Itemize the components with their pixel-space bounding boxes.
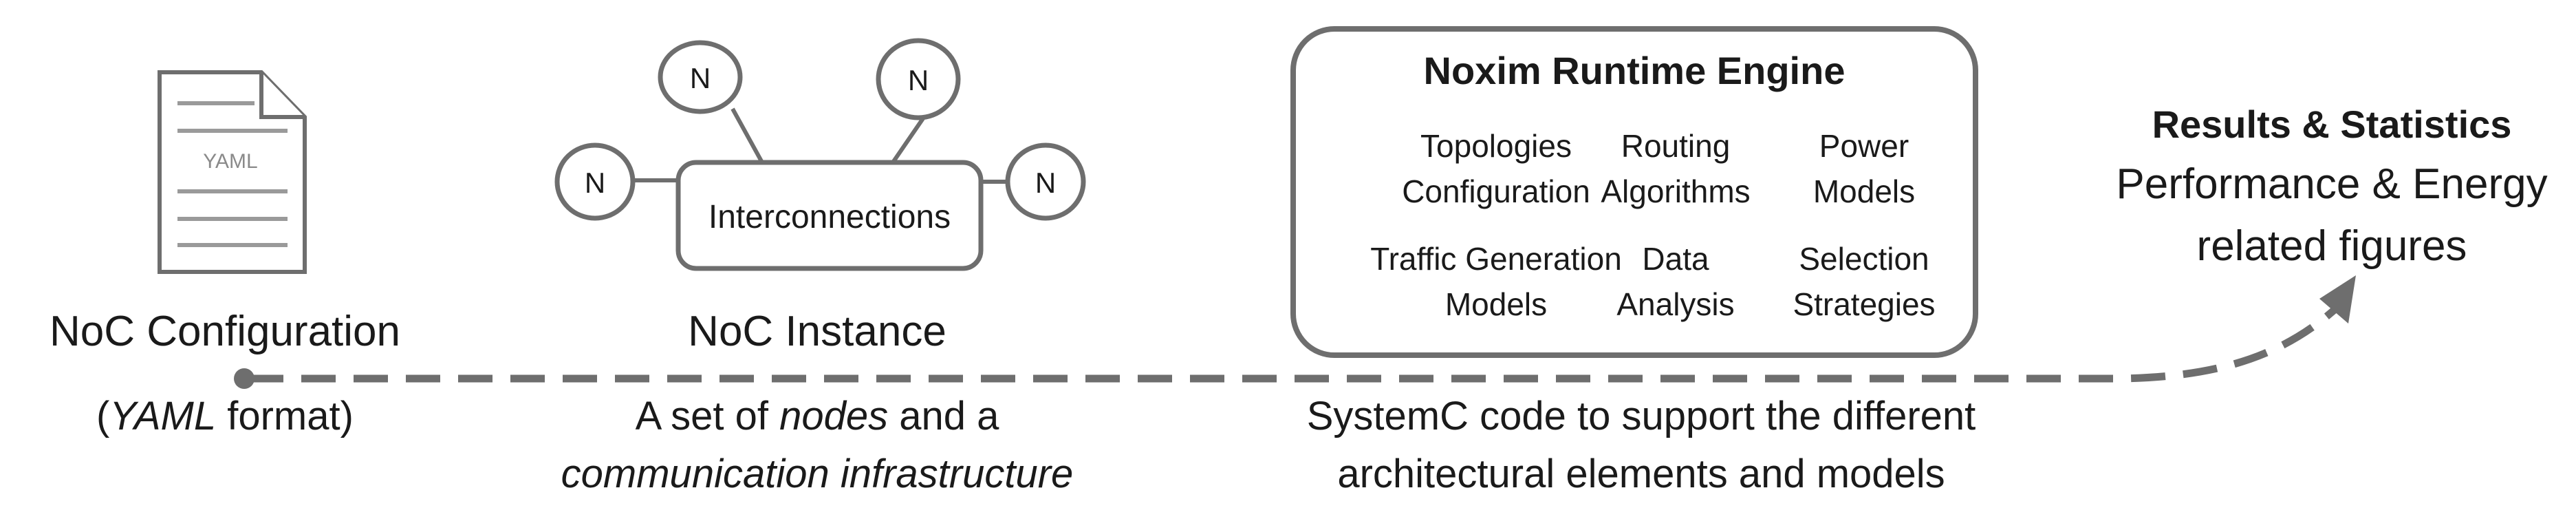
instance-title: NoC Instance	[688, 308, 946, 355]
svg-text:Topologies: Topologies	[1420, 128, 1572, 164]
engine-box	[1290, 26, 1978, 358]
node-top-left: N	[658, 40, 743, 114]
svg-text:Strategies: Strategies	[1793, 286, 1935, 322]
engine-cell-traffic: Traffic Generation Models	[1370, 241, 1622, 322]
workflow-timeline	[234, 275, 2356, 389]
svg-text:N: N	[690, 62, 711, 94]
instance-desc-line1: A set of nodes and a	[636, 394, 1000, 438]
config-title: NoC Configuration	[50, 308, 400, 355]
svg-text:N: N	[585, 167, 605, 199]
engine-title: Noxim Runtime Engine	[1424, 49, 1846, 92]
node-left: N	[554, 142, 636, 221]
engine-cell-power: Power Models	[1813, 128, 1915, 209]
svg-text:Algorithms: Algorithms	[1601, 173, 1750, 209]
results-statistics: Results & Statistics Performance & Energ…	[2116, 103, 2547, 270]
timeline-arrowhead	[2319, 275, 2356, 324]
svg-text:Selection: Selection	[1799, 241, 1929, 277]
engine-cell-topologies: Topologies Configuration	[1402, 128, 1590, 209]
svg-text:Configuration: Configuration	[1402, 173, 1590, 209]
results-title: Results & Statistics	[2152, 103, 2512, 146]
engine-cell-data: Data Analysis	[1616, 241, 1734, 322]
engine-desc-line1: SystemC code to support the different	[1307, 394, 1976, 438]
results-line2: related figures	[2197, 222, 2467, 270]
svg-text:Routing: Routing	[1621, 128, 1731, 164]
svg-text:Power: Power	[1819, 128, 1909, 164]
svg-text:Traffic Generation: Traffic Generation	[1370, 241, 1622, 277]
interconnections-box	[675, 160, 984, 271]
timeline-start-dot	[234, 368, 255, 389]
engine-cell-selection: Selection Strategies	[1793, 241, 1935, 322]
svg-text:Data: Data	[1642, 241, 1709, 277]
config-subtitle: (YAML format)	[96, 394, 354, 438]
results-line1: Performance & Energy	[2116, 160, 2547, 208]
noxim-runtime-engine: Noxim Runtime Engine Topologies Configur…	[1290, 26, 1978, 496]
yaml-document-icon: YAML	[158, 70, 307, 274]
svg-text:Models: Models	[1445, 286, 1547, 322]
node-links	[631, 107, 1010, 184]
engine-desc-line2: architectural elements and models	[1337, 452, 1945, 496]
svg-text:Models: Models	[1813, 173, 1915, 209]
noc-instance: Interconnections N N N N NoC Instance A …	[554, 38, 1086, 496]
interconnections-label: Interconnections	[708, 199, 951, 235]
engine-cell-routing: Routing Algorithms	[1601, 128, 1750, 209]
node-top-right: N	[876, 38, 961, 120]
svg-text:Analysis: Analysis	[1616, 286, 1734, 322]
noc-configuration: YAML NoC Configuration (YAML format)	[50, 70, 400, 438]
node-right: N	[1005, 142, 1086, 221]
yaml-icon-label: YAML	[203, 150, 257, 173]
svg-text:N: N	[908, 64, 929, 96]
timeline-dashed-line	[249, 299, 2345, 383]
instance-desc-line2: communication infrastructure	[561, 452, 1074, 496]
svg-text:N: N	[1035, 167, 1056, 199]
